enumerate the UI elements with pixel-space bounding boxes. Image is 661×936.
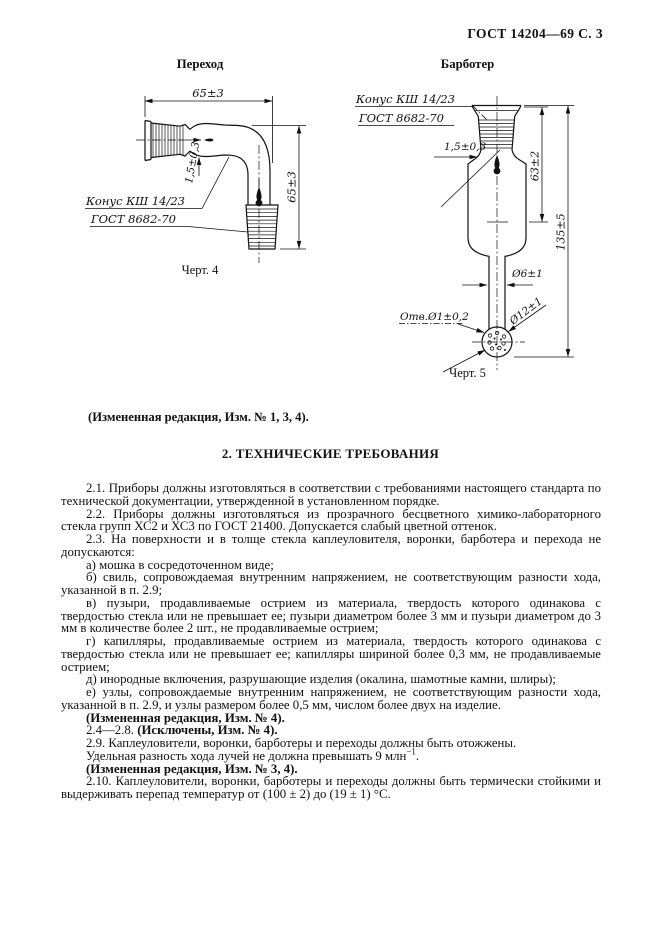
revision-note-2: (Измененная редакция, Изм. № 4). [86, 710, 285, 725]
lower-joint-ribs [246, 208, 278, 247]
dim-holes-label: Отв.Ø1±0,2 [400, 311, 469, 323]
section-heading: 2. ТЕХНИЧЕСКИЕ ТРЕБОВАНИЯ [221, 446, 440, 461]
optical-sup: −1 [406, 746, 416, 757]
dim-width-label: 65±3 [192, 86, 224, 100]
figure5-caption: Черт. 5 [449, 366, 486, 380]
dim-total-label: 135±5 [555, 213, 568, 250]
dim-upper-label: 63±2 [529, 151, 542, 181]
dim-sphere-label: Ø12±1 [507, 295, 545, 328]
dim-tube-label: Ø6±1 [511, 268, 543, 280]
revision-note: (Измененная редакция, Изм. № 1, 3, 4). [88, 410, 309, 424]
page-header: ГОСТ 14204—69 С. 3 [467, 26, 603, 41]
figure4-title: Переход [176, 57, 224, 71]
cup-hatch [478, 119, 515, 149]
centerlines [472, 96, 525, 370]
list-item-a: а) мошка в сосредоточенном виде; [86, 557, 274, 572]
dimension-upper: 63±2 [524, 106, 548, 223]
flow-drop-vertical [255, 179, 263, 207]
cone-annotation: Конус КШ 14/23 ГОСТ 8682-70 [355, 92, 488, 126]
list-item-e: е) узлы, сопровождаемые внутренним напря… [61, 685, 601, 712]
dimension-tube: Ø6±1 [462, 268, 543, 288]
paragraph-2-9: 2.9. Каплеуловители, воронки, барботеры … [86, 736, 517, 750]
figure5-title: Барботер [440, 57, 495, 71]
lower-cone-joint [245, 204, 279, 250]
dim-height-label: 65±3 [285, 171, 299, 203]
cone-label-line1: Конус КШ 14/23 [85, 194, 185, 208]
excluded-bold: (Исключены, Изм. № 4). [137, 723, 278, 738]
dim-wall-label: 1,5±0,3 [183, 141, 202, 185]
body-text: 2.1. Приборы должны изготовляться в соот… [61, 482, 601, 801]
paragraph-2-2: 2.2. Приборы должны изготовляться из про… [61, 506, 601, 534]
paragraph-2-1: 2.1. Приборы должны изготовляться в соот… [61, 481, 601, 508]
figure4-caption: Черт. 4 [181, 263, 219, 277]
female-cone-joint [471, 104, 522, 151]
optical-text: Удельная разность хода лучей не должна п… [86, 748, 407, 763]
elbow-tube [189, 122, 271, 205]
cone-label-line2: ГОСТ 8682-70 [90, 212, 176, 226]
cone-hatch [152, 123, 184, 158]
dimension-sphere: Ø12±1 [507, 295, 547, 332]
dimension-wall: 1,5±0,3 [434, 141, 501, 208]
paragraph-2-10: 2.10. Каплеуловители, воронки, барботеры… [61, 774, 601, 801]
cone-annotation: Конус КШ 14/23 ГОСТ 8682-70 [85, 156, 249, 233]
list-item-d: д) инородные включения, разрушающие изде… [86, 672, 556, 687]
cone-label-line1: Конус КШ 14/23 [355, 92, 455, 106]
paragraph-optical: Удельная разность хода лучей не должна п… [61, 747, 601, 763]
list-item-v: в) пузыри, продавливаемые острием из мат… [61, 595, 601, 636]
male-cone-joint [144, 119, 191, 162]
paragraph-2-3: 2.3. На поверхности и в толще стекла кап… [61, 532, 601, 559]
list-item-g: г) капилляры, продавливаемые острием из … [61, 634, 601, 674]
transition-drawing: 65±3 65±3 1,5±0,3 Конус КШ 14/23 ГОСТ 86… [85, 86, 306, 263]
dim-wall-label: 1,5±0,3 [444, 141, 487, 153]
revision-note-3: (Измененная редакция, Изм. № 3, 4). [86, 761, 298, 776]
dimension-wall: 1,5±0,3 [183, 141, 202, 185]
excluded-prefix: 2.4—2.8. [86, 723, 138, 738]
optical-tail: . [415, 748, 420, 763]
paragraph-2-4-2-8: 2.4—2.8. (Исключены, Изм. № 4). [61, 724, 601, 737]
list-item-b: б) свиль, сопровождаемая внутренним напр… [61, 570, 601, 597]
cone-label-line2: ГОСТ 8682-70 [358, 111, 444, 125]
flow-arrow-horizontal [178, 137, 214, 143]
dimension-height: 65±3 [252, 125, 306, 250]
dimension-holes: Отв.Ø1±0,2 [399, 311, 486, 373]
sphere-bulb [481, 326, 513, 358]
vessel-body [467, 149, 527, 329]
bubbler-drawing: 1,5±0,3 63±2 135±5 Ø6±1 Отв.Ø1±0,2 [355, 92, 574, 373]
dimension-total: 135±5 [514, 105, 574, 358]
dimension-width: 65±3 [144, 86, 273, 163]
